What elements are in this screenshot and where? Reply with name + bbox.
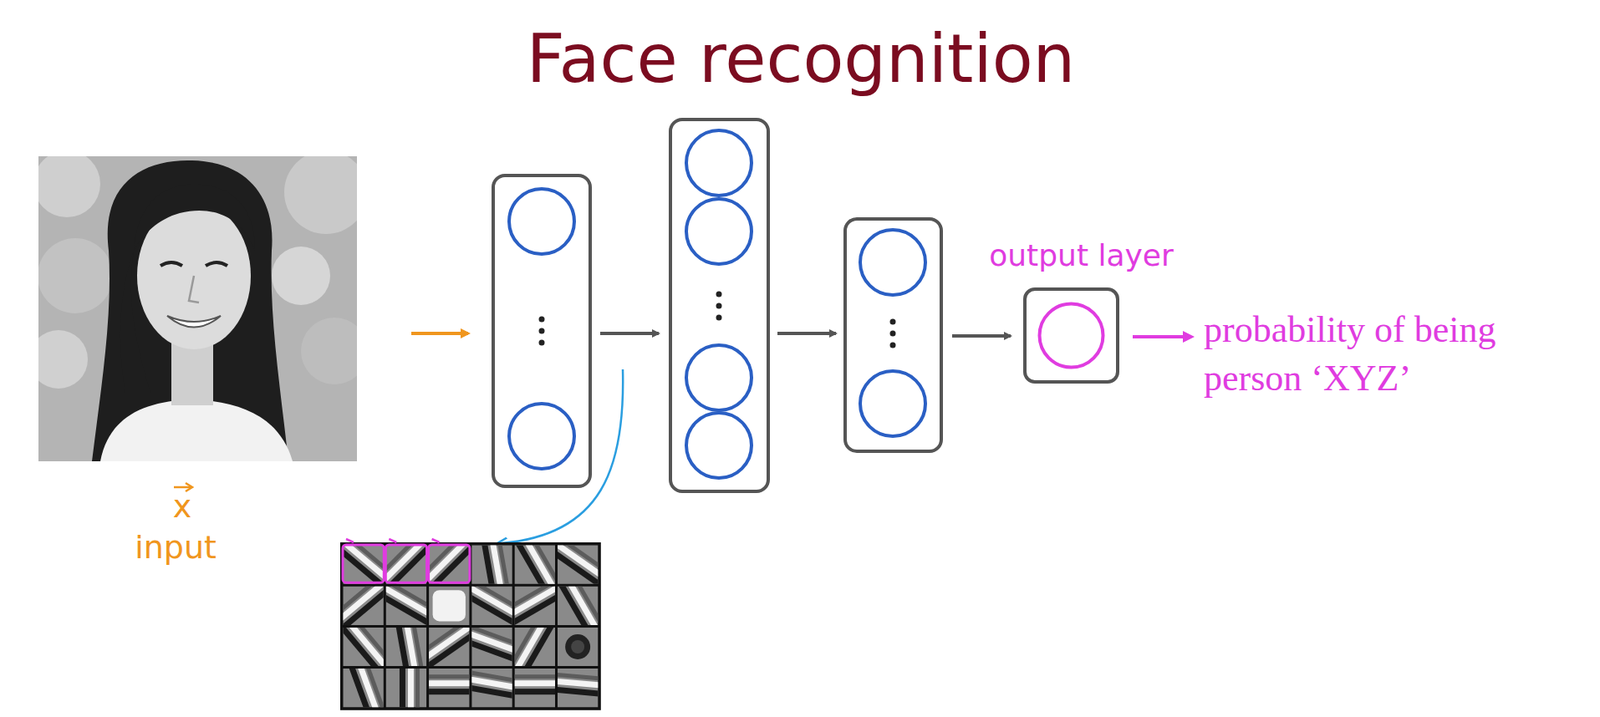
hidden-layer (845, 219, 942, 452)
hidden-layer (670, 119, 769, 492)
callout-curve (501, 369, 623, 544)
layer-arrow (777, 331, 836, 336)
filter-grid (329, 529, 613, 717)
diagram-title: Face recognition (526, 20, 1076, 98)
layer-arrow (952, 334, 1011, 338)
hidden-layer (493, 175, 591, 487)
input-arrow (411, 331, 469, 336)
node-heading: output layer (988, 238, 1174, 273)
layer-arrow (600, 331, 659, 336)
input-symbol: x (173, 488, 193, 525)
output-description: probability of being person ‘XYZ’ (1203, 305, 1580, 403)
face-photo (38, 156, 357, 462)
output-node: output layer (1023, 287, 1120, 384)
input-label: input (134, 529, 217, 566)
output-neuron (1026, 290, 1116, 381)
output-arrow (1132, 335, 1192, 339)
